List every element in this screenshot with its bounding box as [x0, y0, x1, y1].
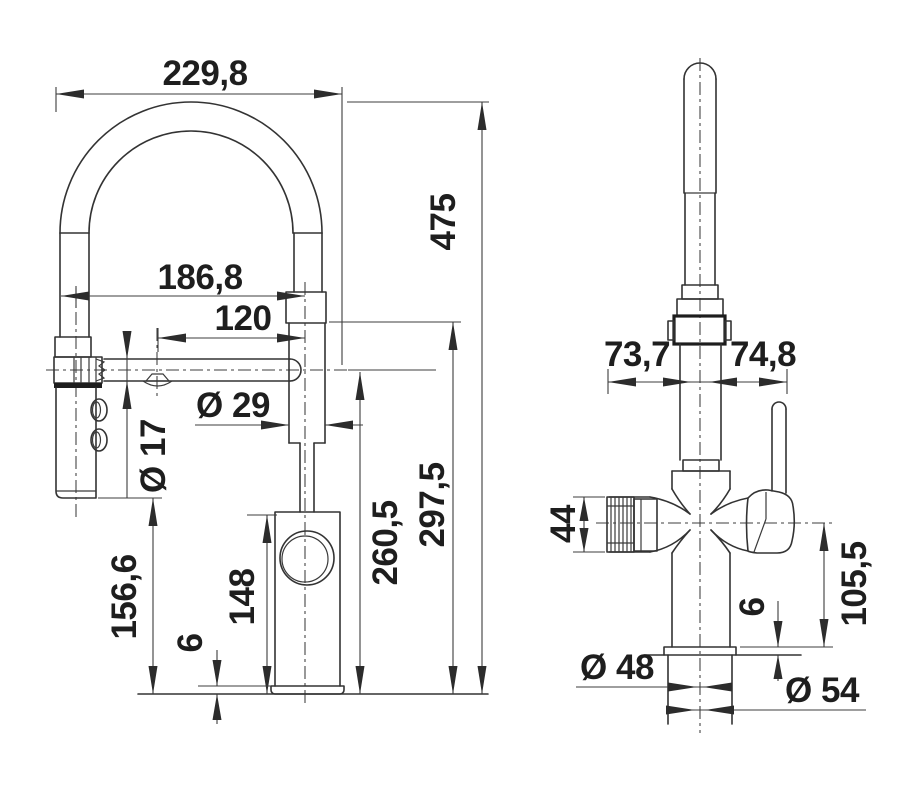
aerator-outlet: [144, 373, 171, 382]
dim-height-spout-axis: 260,5: [366, 500, 405, 585]
dim-column-diameter: Ø 29: [196, 386, 270, 425]
spray-button-top: [90, 398, 108, 422]
dim-height-hose-holder: 297,5: [413, 462, 452, 547]
dim-flange-diameter: Ø 54: [785, 671, 860, 710]
front-view: 229,8 475 186,8 120 Ø 17: [46, 54, 489, 724]
dim-knob-height: 44: [544, 504, 583, 543]
dim-spout-reach: 186,8: [157, 258, 242, 297]
dim-flange-thickness: 6: [733, 597, 772, 616]
dim-offset-right: 74,8: [730, 335, 796, 374]
base-plate: [270, 685, 345, 695]
dim-height-body: 148: [223, 569, 262, 626]
column-knob: [279, 530, 335, 586]
dim-total-width: 229,8: [162, 54, 247, 93]
spout-arm: [103, 358, 302, 387]
dim-total-height: 475: [424, 194, 463, 251]
faucet-column: [270, 291, 345, 695]
dim-base-plate-thickness: 6: [171, 633, 210, 652]
mounting-flange: [663, 646, 737, 656]
hose-column: [667, 62, 732, 472]
dim-spout-tube-diameter: Ø 17: [134, 419, 173, 493]
spray-button-bottom: [90, 428, 108, 452]
dim-offset-left: 73,7: [604, 335, 670, 374]
side-view: 73,7 74,8 44 105,5 6 Ø 48: [544, 58, 874, 733]
dim-height-spray-head: 156,6: [105, 554, 144, 639]
side-dimensions: 73,7 74,8 44 105,5 6 Ø 48: [544, 335, 874, 715]
dim-spout-length: 120: [215, 299, 272, 338]
front-dimensions: 229,8 475 186,8 120 Ø 17: [55, 54, 489, 724]
lever-handle: [745, 401, 796, 554]
dim-handle-axis-height: 105,5: [835, 541, 874, 626]
spray-head: [53, 336, 108, 499]
dim-body-diameter: Ø 48: [580, 648, 654, 687]
front-centerlines: [46, 282, 436, 706]
side-centerlines: [596, 58, 834, 733]
hose-arc: [59, 101, 323, 338]
filter-knob: [606, 496, 658, 553]
